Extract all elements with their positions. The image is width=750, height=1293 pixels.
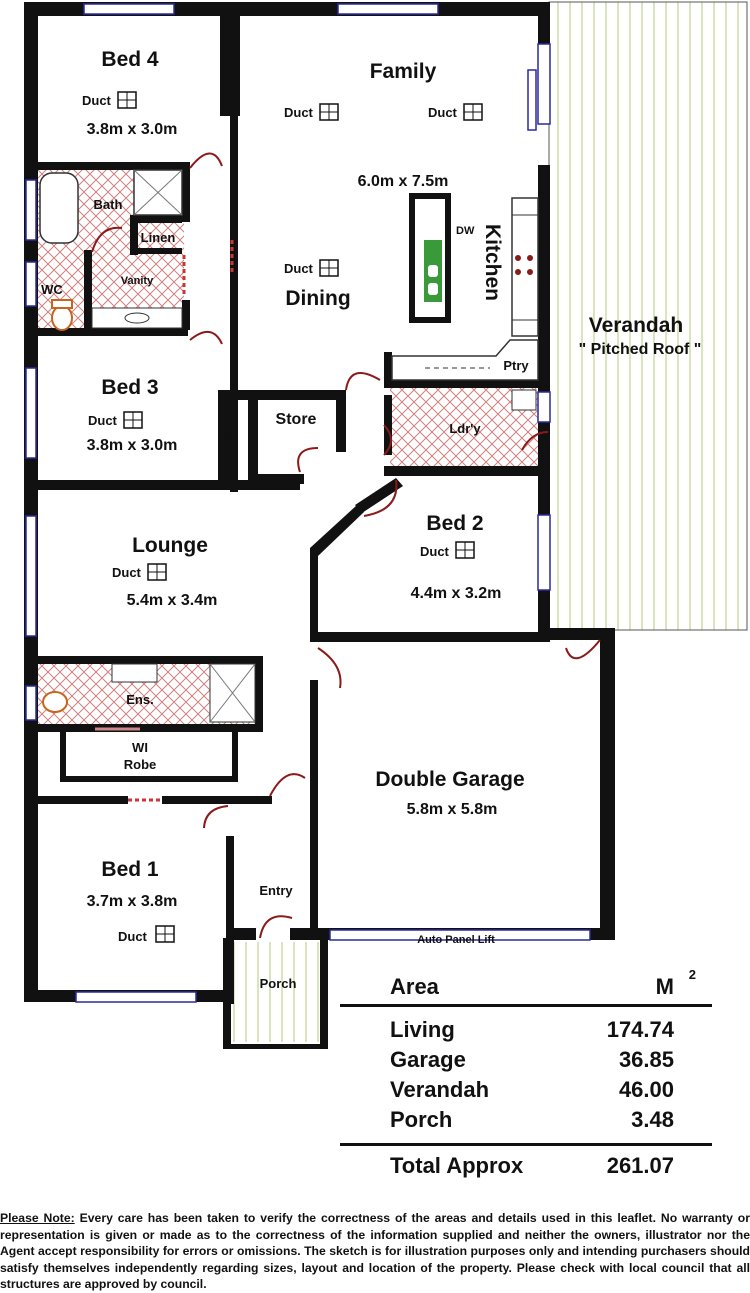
- wc-toilet: [51, 305, 73, 331]
- dw-label: DW: [456, 225, 475, 237]
- verandah-label: Verandah: [589, 314, 684, 337]
- bed3-size: 3.8m x 3.0m: [87, 437, 178, 454]
- kitchen-bench: [511, 197, 539, 337]
- pantry-label: Ptry: [503, 358, 529, 373]
- note-text: Every care has been taken to verify the …: [0, 1211, 750, 1291]
- porch-area: [233, 942, 325, 1042]
- vanity-label: Vanity: [121, 275, 154, 287]
- wc-label: WC: [41, 282, 63, 297]
- double-garage-size: 5.8m x 5.8m: [407, 801, 498, 818]
- area-table-body: Living 174.74 Garage 36.85 Verandah 46.0…: [340, 1007, 712, 1146]
- bed3-label: Bed 3: [101, 376, 158, 399]
- table-row: Living 174.74: [390, 1017, 674, 1042]
- robe-label: Robe: [222, 40, 237, 73]
- bath-label: Bath: [94, 197, 123, 212]
- table-row: Garage 36.85: [390, 1047, 674, 1072]
- table-row: Porch 3.48: [390, 1107, 674, 1132]
- duct-label: Duct: [420, 544, 450, 559]
- wi-robe-label-line2: Robe: [124, 757, 157, 772]
- duct-icon: [155, 925, 175, 943]
- floor-plan: Bed 4 Duct 3.8m x 3.0m Robe Family Duct …: [24, 1, 748, 1049]
- walls: [24, 2, 615, 1004]
- duct-label: Duct: [112, 565, 142, 580]
- duct-label: Duct: [82, 93, 112, 108]
- wi-robe-label-line1: WI: [132, 740, 148, 755]
- bed4-label: Bed 4: [101, 48, 159, 71]
- note-heading: Please Note:: [0, 1211, 75, 1225]
- windows: [25, 3, 591, 1003]
- bathtub: [39, 172, 79, 244]
- porch-label: Porch: [260, 976, 297, 991]
- entry-label: Entry: [259, 883, 293, 898]
- duct-label: Duct: [284, 261, 314, 276]
- duct-icon: [319, 259, 339, 277]
- ensuite-toilet: [42, 691, 68, 713]
- duct-icon: [123, 411, 143, 429]
- laundry-tub: [511, 389, 537, 411]
- duct-icon: [463, 103, 483, 121]
- kitchen-label: Kitchen: [481, 224, 504, 301]
- bed1-label: Bed 1: [101, 858, 159, 881]
- family-label: Family: [370, 60, 437, 83]
- bed2-label: Bed 2: [426, 512, 483, 535]
- store-label: Store: [276, 411, 317, 428]
- bed1-size: 3.7m x 3.8m: [87, 893, 178, 910]
- duct-label: Duct: [284, 105, 314, 120]
- area-header-label: Area: [390, 974, 439, 999]
- disclaimer-note: Please Note: Every care has been taken t…: [0, 1210, 750, 1293]
- table-row: Verandah 46.00: [390, 1077, 674, 1102]
- robe-label: Robe: [221, 414, 236, 447]
- duct-icon: [319, 103, 339, 121]
- duct-label: Duct: [88, 413, 118, 428]
- bed2-size: 4.4m x 3.2m: [411, 585, 502, 602]
- linen-label: Linen: [141, 230, 176, 245]
- auto-panel-lift-label: Auto Panel Lift: [417, 934, 495, 946]
- ensuite-label: Ens.: [126, 692, 153, 707]
- laundry-label: Ldr'y: [449, 421, 481, 436]
- duct-icon: [147, 563, 167, 581]
- duct-label: Duct: [428, 105, 458, 120]
- duct-label: Duct: [118, 929, 148, 944]
- verandah-note: " Pitched Roof ": [579, 341, 702, 358]
- bed4-size: 3.8m x 3.0m: [87, 121, 178, 138]
- area-table-total: Total Approx 261.07: [390, 1153, 674, 1178]
- family-size: 6.0m x 7.5m: [358, 173, 449, 190]
- dining-label: Dining: [285, 287, 350, 310]
- duct-icon: [117, 91, 137, 109]
- lounge-size: 5.4m x 3.4m: [127, 592, 218, 609]
- doors: [91, 152, 601, 939]
- verandah-area: [548, 1, 748, 631]
- double-garage-label: Double Garage: [375, 768, 524, 791]
- duct-icon: [455, 541, 475, 559]
- lounge-label: Lounge: [132, 534, 208, 557]
